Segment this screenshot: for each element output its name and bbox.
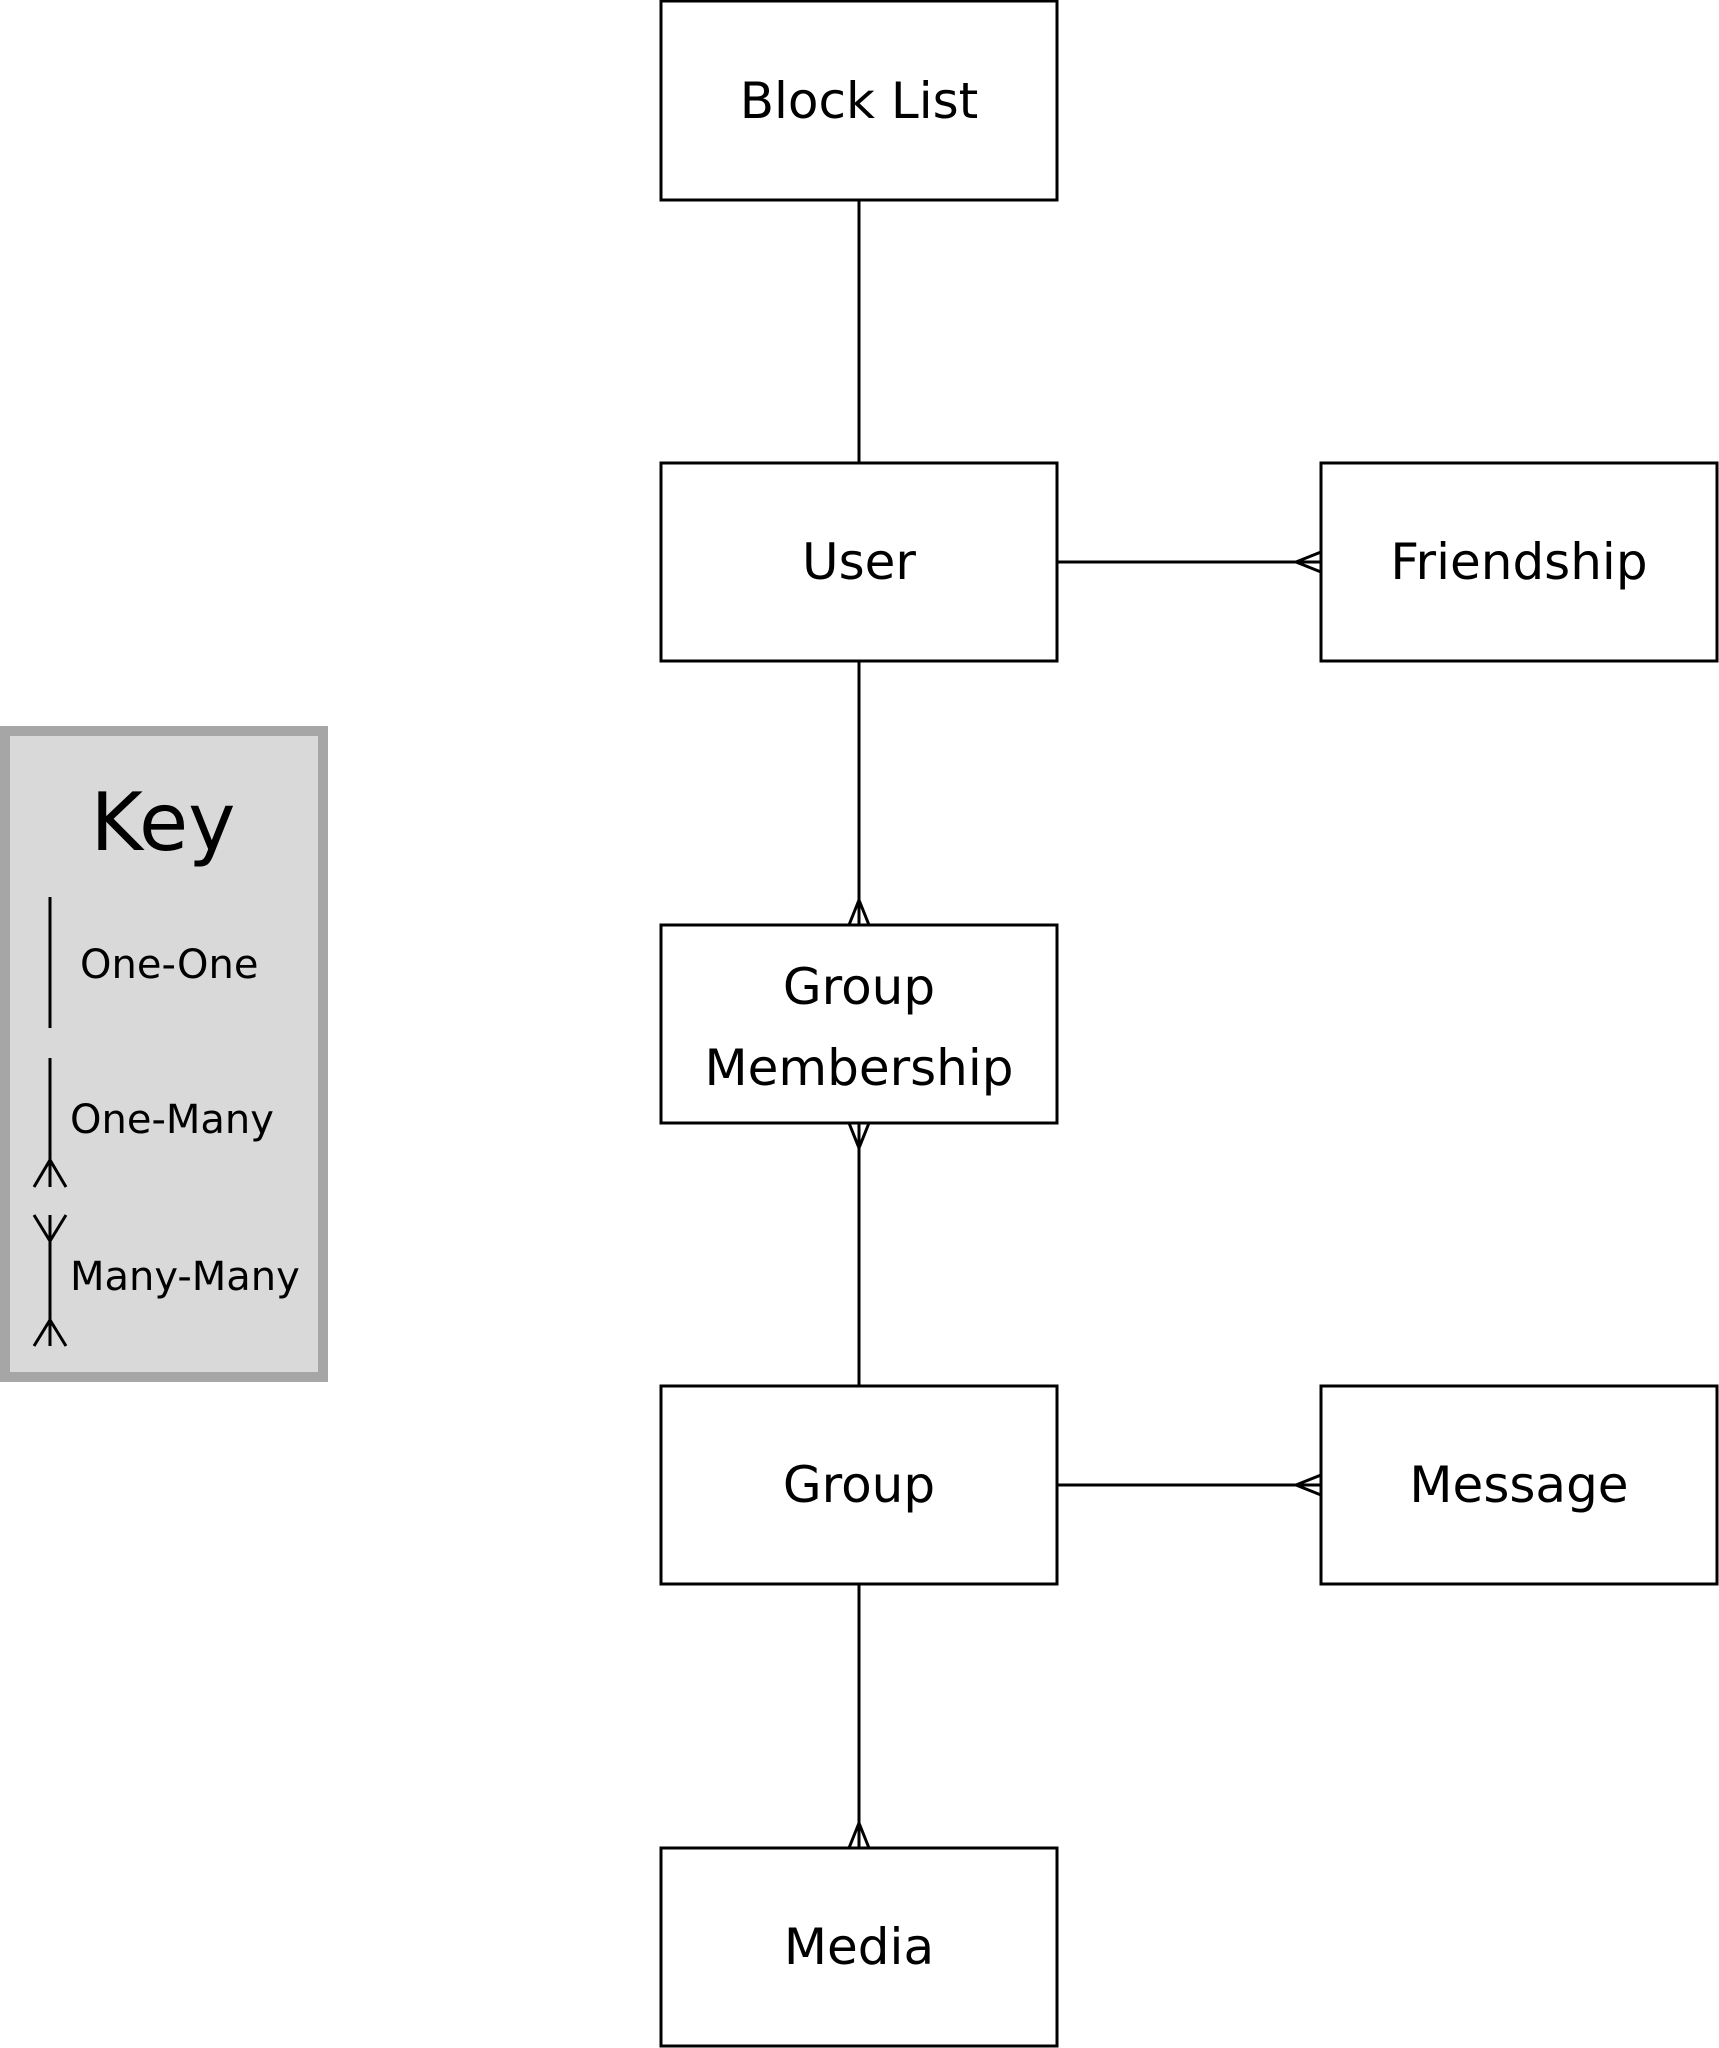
legend-one-many-label: One-Many xyxy=(70,1097,274,1143)
entity-message: Message xyxy=(1319,1384,1719,1586)
legend-title: Key xyxy=(90,776,235,869)
entity-block-list: Block List xyxy=(659,0,1059,202)
entity-label-group-membership-line1: Group xyxy=(783,958,935,1016)
entity-user: User xyxy=(659,461,1059,663)
connector-groupmembership-group xyxy=(847,1122,871,1386)
legend-many-many-symbol xyxy=(32,1214,68,1347)
legend-box xyxy=(0,726,328,1382)
entity-label-group-membership-line2: Membership xyxy=(704,1039,1013,1097)
entity-label-user: User xyxy=(802,533,916,591)
entity-label-group: Group xyxy=(783,1456,935,1514)
entity-label-block-list: Block List xyxy=(740,72,979,130)
entity-group-membership: Group Membership xyxy=(659,923,1059,1125)
connector-user-friendship xyxy=(1057,550,1322,574)
connector-user-groupmembership xyxy=(847,661,871,926)
legend-one-many-symbol xyxy=(32,1058,68,1188)
entity-label-friendship: Friendship xyxy=(1390,533,1647,591)
entity-friendship: Friendship xyxy=(1319,461,1719,663)
legend: Key One-One One-Many Many-Many xyxy=(0,726,328,1382)
entity-label-message: Message xyxy=(1409,1456,1628,1514)
connector-group-media xyxy=(847,1584,871,1849)
entity-label-media: Media xyxy=(784,1918,934,1976)
connectors xyxy=(847,200,1322,1849)
legend-one-one-label: One-One xyxy=(80,942,258,988)
connector-group-message xyxy=(1057,1473,1322,1497)
entity-group: Group xyxy=(659,1384,1059,1586)
entity-media: Media xyxy=(659,1846,1059,2048)
legend-many-many-label: Many-Many xyxy=(70,1254,300,1300)
